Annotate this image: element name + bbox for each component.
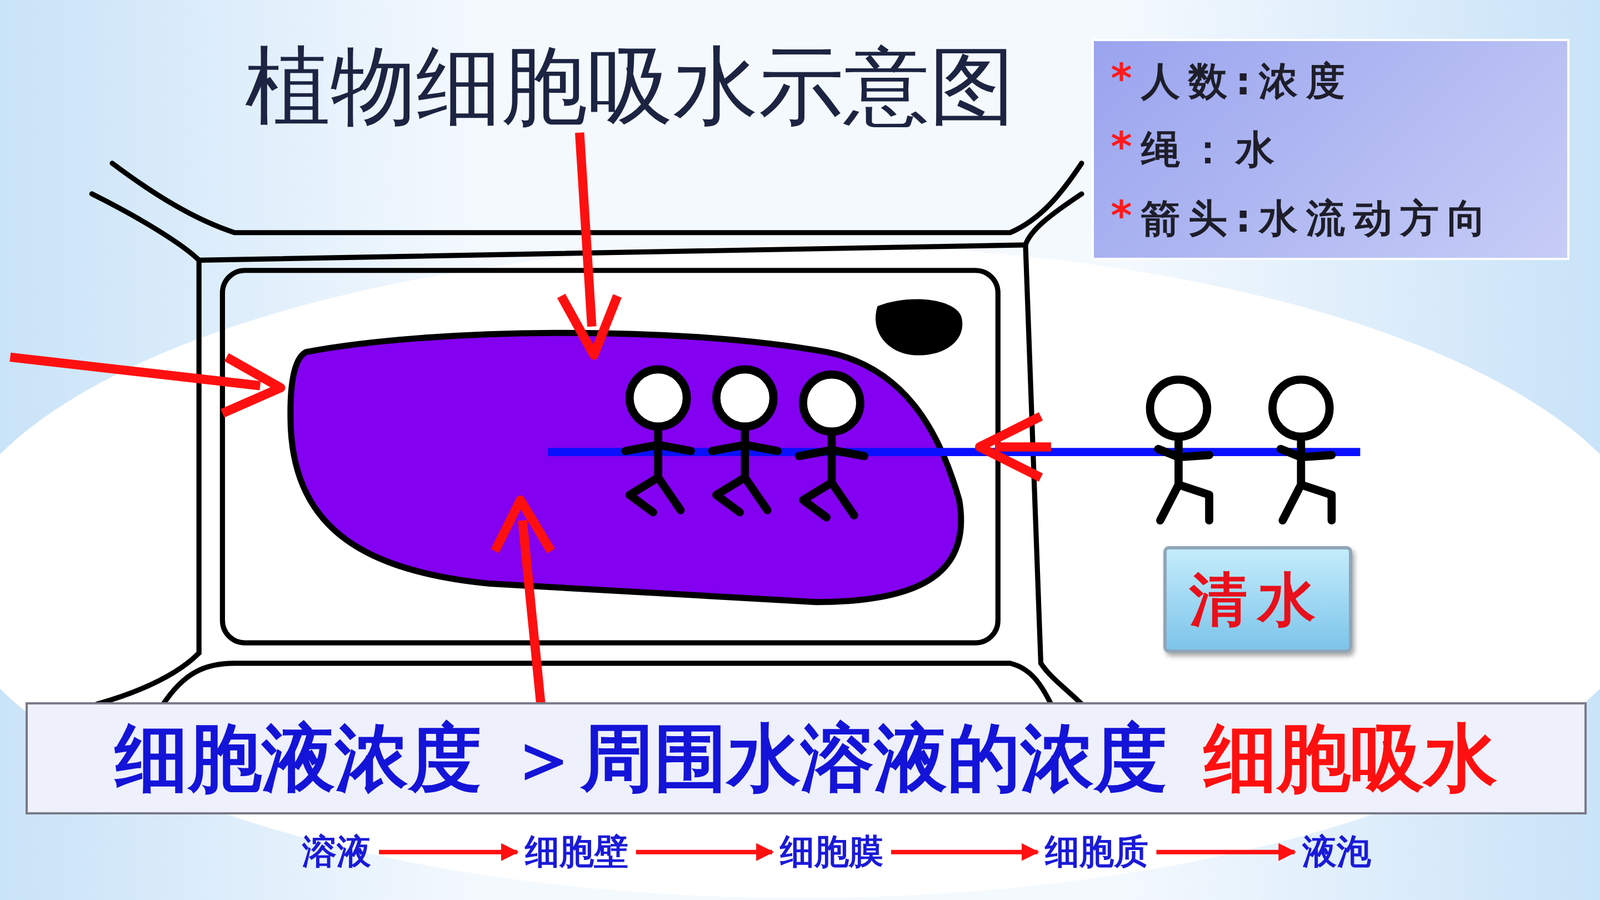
- legend-text: 人数:浓度: [1141, 57, 1353, 105]
- water-arrows: [10, 132, 1051, 705]
- flow-arrow: [378, 850, 518, 855]
- node-text: 细胞液浓度 ＞周围水溶液的浓度: [115, 713, 1168, 803]
- node-text: 清水: [1189, 565, 1326, 635]
- water-button: 清水: [1163, 546, 1353, 654]
- path-step: 细胞质: [1040, 828, 1153, 875]
- legend-row: *绳：水: [1110, 126, 1551, 173]
- people-inside: [625, 369, 865, 518]
- path-step: 细胞壁: [520, 828, 633, 875]
- node-text: 溶液: [302, 831, 372, 872]
- conclusion-banner: 细胞液浓度 ＞周围水溶液的浓度细胞吸水: [25, 702, 1587, 815]
- legend-row: *人数:浓度: [1110, 57, 1551, 105]
- legend-text: 箭头:水流动方向: [1141, 195, 1494, 242]
- path-step: 细胞膜: [775, 828, 888, 875]
- node-text: 液泡: [1302, 831, 1372, 872]
- node-text: 细胞质: [1045, 831, 1149, 872]
- path-step: 溶液: [297, 828, 376, 875]
- node-text: 细胞吸水: [1203, 713, 1498, 803]
- legend-panel: *人数:浓度*绳：水*箭头:水流动方向: [1091, 38, 1570, 261]
- bullet: *: [1110, 126, 1142, 167]
- flow-arrow: [891, 850, 1038, 855]
- node-text: 细胞壁: [525, 831, 629, 872]
- path-step: 液泡: [1297, 828, 1376, 875]
- background-ellipse: [0, 245, 1600, 899]
- legend-row: *箭头:水流动方向: [1110, 195, 1551, 242]
- vacuole: [290, 332, 962, 602]
- cell-membrane: [222, 270, 998, 643]
- legend-text: 绳：水: [1141, 126, 1283, 173]
- people-outside: [1150, 379, 1332, 520]
- node-text: 细胞膜: [780, 831, 884, 872]
- flow-arrow: [1156, 850, 1295, 855]
- bullet: *: [1110, 57, 1142, 99]
- bullet: *: [1110, 195, 1142, 236]
- nucleus: [875, 298, 963, 355]
- flow-arrow: [636, 850, 773, 855]
